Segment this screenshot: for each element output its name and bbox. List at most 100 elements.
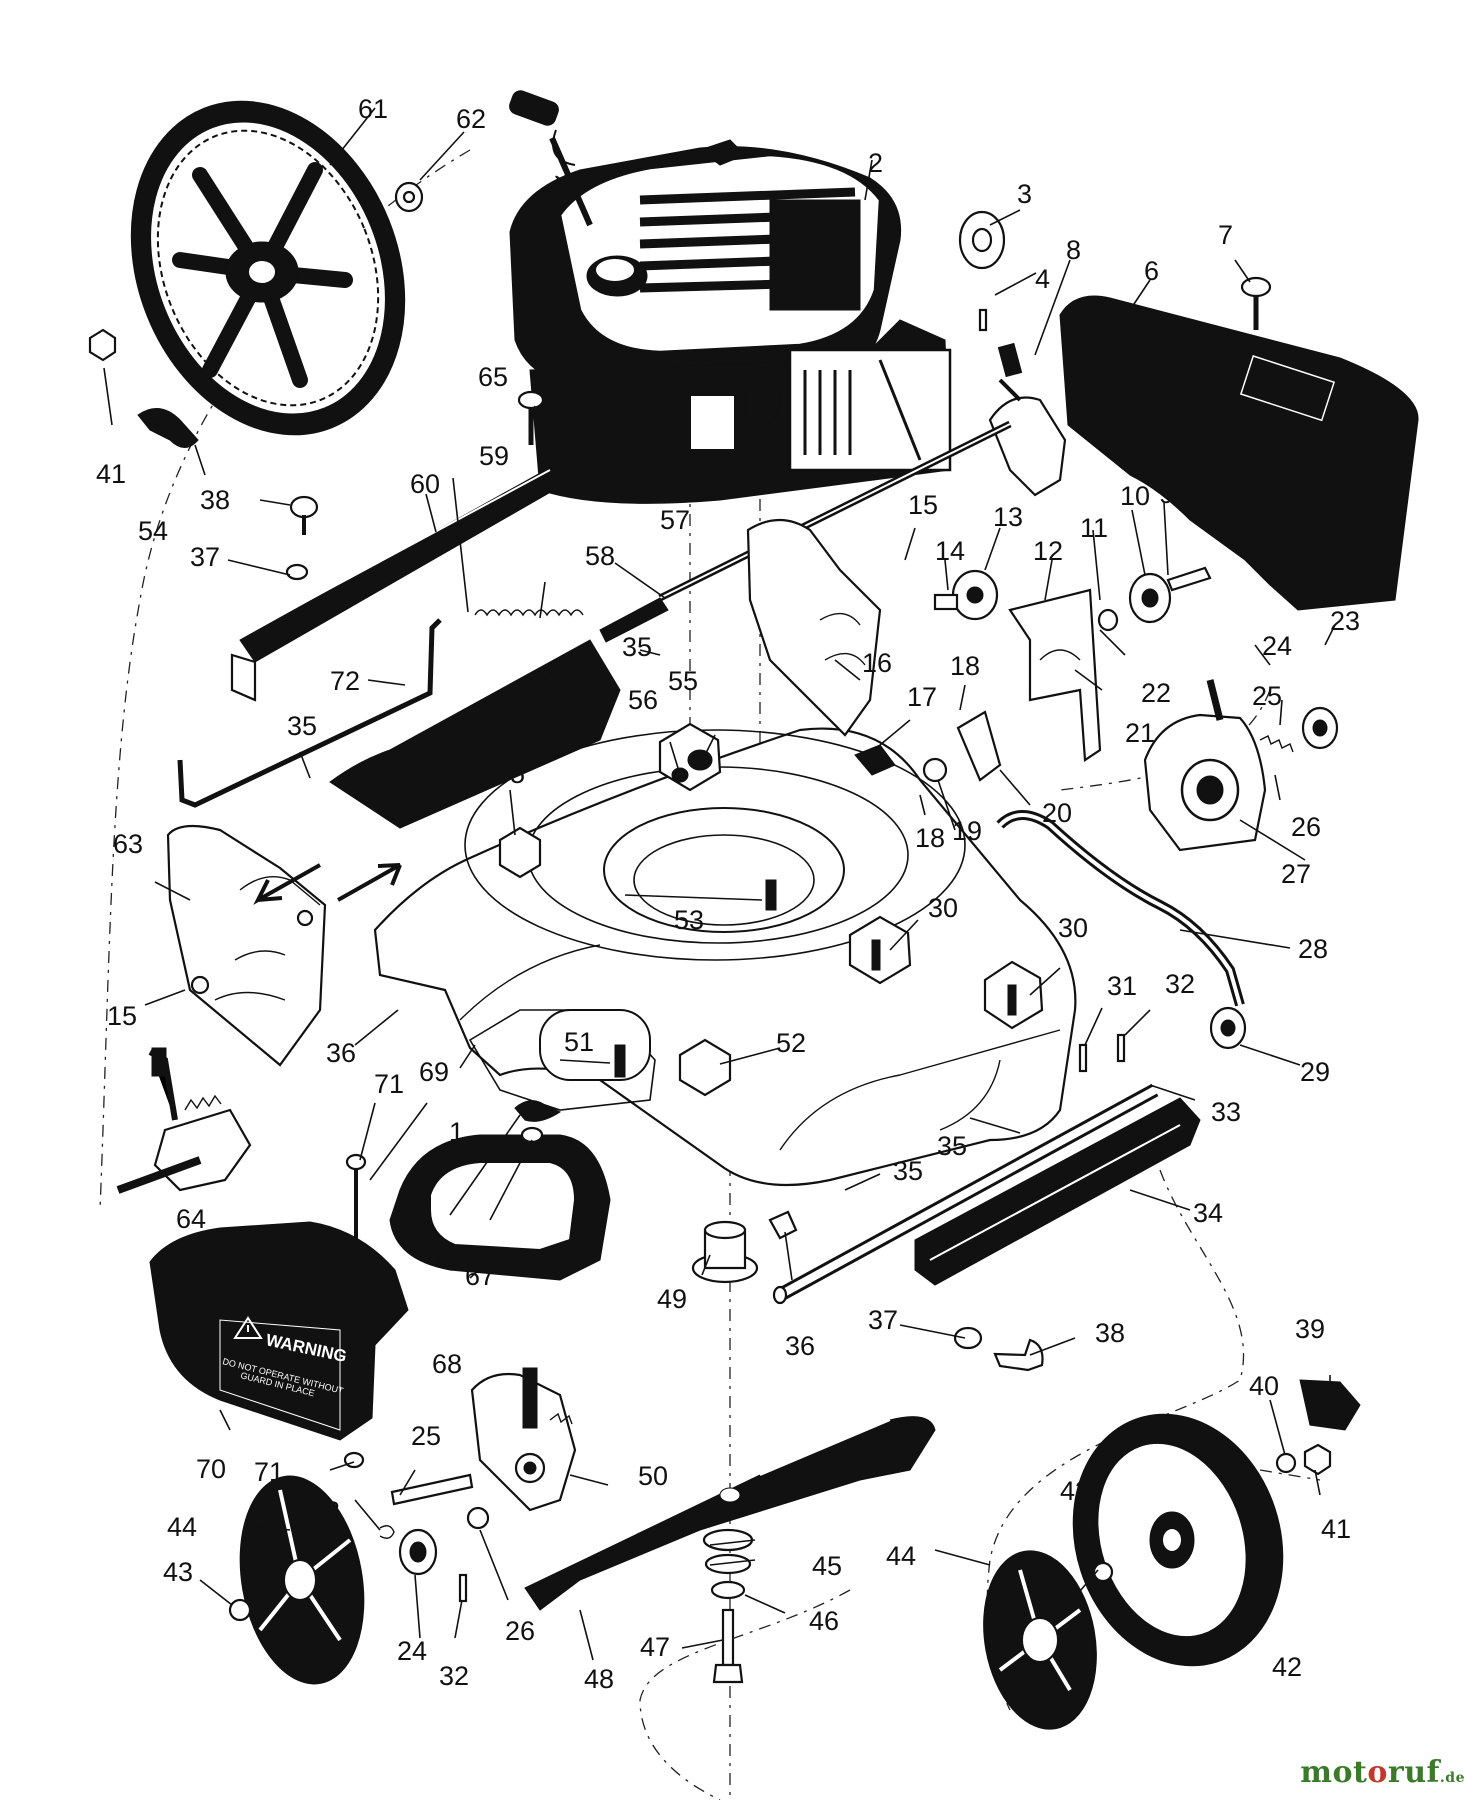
rear-guard-frame-68 bbox=[389, 1134, 611, 1281]
callout-21: 21 bbox=[1125, 718, 1155, 748]
callout-57: 57 bbox=[660, 505, 690, 535]
callout-22: 22 bbox=[1141, 678, 1171, 708]
nut-52 bbox=[678, 1038, 732, 1097]
callout-44-right: 44 bbox=[886, 1541, 916, 1571]
callout-71-lower: 71 bbox=[254, 1457, 284, 1487]
callout-40: 40 bbox=[1249, 1371, 1279, 1401]
axle-33 bbox=[772, 1083, 1159, 1305]
nut-36-center bbox=[768, 1210, 798, 1240]
callout-67: 67 bbox=[465, 1261, 495, 1291]
callout-13: 13 bbox=[993, 502, 1023, 532]
callout-4: 4 bbox=[1035, 264, 1050, 294]
height-adjuster-50 bbox=[470, 1367, 577, 1512]
callout-27: 27 bbox=[1281, 859, 1311, 889]
callout-44-left: 44 bbox=[167, 1512, 197, 1542]
callout-64: 64 bbox=[176, 1204, 206, 1234]
rear-deflector bbox=[329, 639, 621, 829]
washer-26-lower bbox=[466, 1506, 490, 1530]
height-adjuster-64 bbox=[116, 1047, 252, 1194]
blade-adapter-49 bbox=[691, 1220, 759, 1284]
callout-58: 58 bbox=[585, 541, 615, 571]
engine bbox=[509, 90, 952, 504]
watermark-logo: motoruf.de bbox=[1300, 1755, 1465, 1790]
callout-39: 39 bbox=[1295, 1314, 1325, 1344]
callout-10: 10 bbox=[1120, 481, 1150, 511]
callout-41-right: 41 bbox=[1321, 1514, 1351, 1544]
callout-8: 8 bbox=[1066, 235, 1081, 265]
callout-37-upper: 37 bbox=[190, 542, 220, 572]
callout-70: 70 bbox=[196, 1454, 226, 1484]
washer-46 bbox=[710, 1580, 746, 1600]
rear-baffle-60 bbox=[230, 461, 576, 702]
pulley-3-hub bbox=[971, 227, 993, 253]
pin-14 bbox=[933, 593, 959, 611]
washer-43-left bbox=[228, 1598, 252, 1622]
callout-30-b: 30 bbox=[1058, 913, 1088, 943]
callout-46: 46 bbox=[809, 1606, 839, 1636]
callout-53: 53 bbox=[674, 905, 704, 935]
callout-69: 69 bbox=[419, 1057, 449, 1087]
washer-45a bbox=[702, 1528, 754, 1552]
callout-19: 19 bbox=[952, 816, 982, 846]
washer-40 bbox=[1275, 1452, 1297, 1474]
callout-32-lower: 32 bbox=[439, 1661, 469, 1691]
washer-45b bbox=[704, 1553, 752, 1575]
front-wheel-right-42 bbox=[1072, 1413, 1284, 1667]
pin-32-right bbox=[1116, 1033, 1126, 1063]
callout-38-upper: 38 bbox=[200, 485, 230, 515]
callout-15-upper: 15 bbox=[908, 490, 938, 520]
callout-18-upper: 18 bbox=[950, 651, 980, 681]
brand-part-o: o bbox=[1367, 1755, 1388, 1790]
hubcap-39 bbox=[1299, 1379, 1361, 1431]
callout-35-c: 35 bbox=[287, 711, 317, 741]
bracket-27 bbox=[1143, 679, 1294, 852]
callout-72: 72 bbox=[330, 666, 360, 696]
callout-12: 12 bbox=[1033, 536, 1063, 566]
callout-14: 14 bbox=[935, 536, 965, 566]
callout-35-d: 35 bbox=[937, 1131, 967, 1161]
callout-60: 60 bbox=[410, 469, 440, 499]
callout-25-right: 25 bbox=[1252, 681, 1282, 711]
bolt-53 bbox=[765, 879, 777, 911]
callout-15-lower: 15 bbox=[107, 1001, 137, 1031]
callout-37-lower: 37 bbox=[868, 1305, 898, 1335]
callout-59: 59 bbox=[479, 441, 509, 471]
callout-9: 9 bbox=[1159, 479, 1174, 509]
mower-deck bbox=[373, 727, 1077, 1187]
washer-19 bbox=[922, 757, 948, 783]
callout-63: 63 bbox=[113, 829, 143, 859]
rear-guard-70 bbox=[149, 1221, 409, 1441]
callout-36-left: 36 bbox=[326, 1038, 356, 1068]
clip-23-lower bbox=[379, 1525, 395, 1539]
washer-37-upper bbox=[285, 563, 309, 581]
rod-72 bbox=[177, 618, 442, 808]
callout-55: 55 bbox=[668, 666, 698, 696]
callout-25-lower: 25 bbox=[411, 1421, 441, 1451]
screw-38-lower bbox=[993, 1338, 1044, 1372]
hub-cap-54 bbox=[137, 408, 199, 448]
screw-38-upper bbox=[289, 495, 319, 519]
pin-31 bbox=[1078, 1043, 1088, 1073]
callout-32-right: 32 bbox=[1165, 969, 1195, 999]
bolt-65 bbox=[517, 390, 545, 445]
callout-23-lower: 23 bbox=[310, 1496, 340, 1526]
callout-35-e: 35 bbox=[893, 1156, 923, 1186]
washer-62-hole bbox=[402, 190, 416, 204]
hubcap-44-right bbox=[983, 1550, 1097, 1730]
callout-35-b: 35 bbox=[495, 759, 525, 789]
callout-30-a: 30 bbox=[928, 893, 958, 923]
callout-54: 54 bbox=[138, 516, 168, 546]
callout-52: 52 bbox=[776, 1028, 806, 1058]
callout-17: 17 bbox=[907, 682, 937, 712]
callout-71-upper: 71 bbox=[374, 1069, 404, 1099]
callout-29: 29 bbox=[1300, 1057, 1330, 1087]
washer-43-right bbox=[1092, 1561, 1114, 1583]
washer-11 bbox=[1097, 608, 1119, 632]
callout-7: 7 bbox=[1218, 220, 1233, 250]
callout-labels: 1 2 3 4 6 7 8 9 10 11 12 13 14 15 15 16 … bbox=[96, 94, 1360, 1694]
callout-43-left: 43 bbox=[163, 1557, 193, 1587]
spring-59 bbox=[474, 609, 584, 617]
callout-31: 31 bbox=[1107, 971, 1137, 1001]
arm-19-20 bbox=[956, 710, 1002, 782]
